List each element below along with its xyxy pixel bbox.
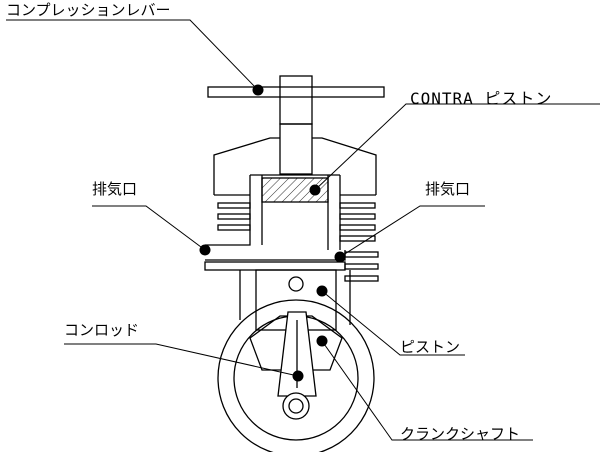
crankcase-top xyxy=(204,250,346,271)
cylinder-head xyxy=(213,137,377,196)
right-cooling-fins xyxy=(339,202,379,282)
dot-compression-lever xyxy=(252,84,264,96)
label-crankshaft: クランクシャフト xyxy=(400,425,521,443)
left-cooling-fins xyxy=(217,202,251,231)
label-exhaust-port-left: 排気口 xyxy=(92,180,138,198)
label-conrod: コンロッド xyxy=(64,321,140,339)
crankshaft-web xyxy=(249,315,343,371)
dot-crankshaft xyxy=(316,335,328,347)
connecting-rod xyxy=(277,311,317,420)
label-exhaust-port-right: 排気口 xyxy=(425,180,471,198)
dot-piston xyxy=(316,285,328,297)
label-compression-lever: コンプレッションレバー xyxy=(6,1,171,19)
leader-lines xyxy=(6,19,600,441)
cylinder-walls xyxy=(205,174,341,250)
label-piston: ピストン xyxy=(400,338,461,356)
compression-lever-handle xyxy=(207,75,385,175)
dot-contra-piston xyxy=(309,184,321,196)
dot-exhaust-right xyxy=(334,251,346,263)
callout-dots xyxy=(199,84,346,382)
label-contra-piston: CONTRA ピストン xyxy=(410,89,553,108)
dot-conrod xyxy=(292,370,304,382)
dot-exhaust-left xyxy=(199,244,211,256)
